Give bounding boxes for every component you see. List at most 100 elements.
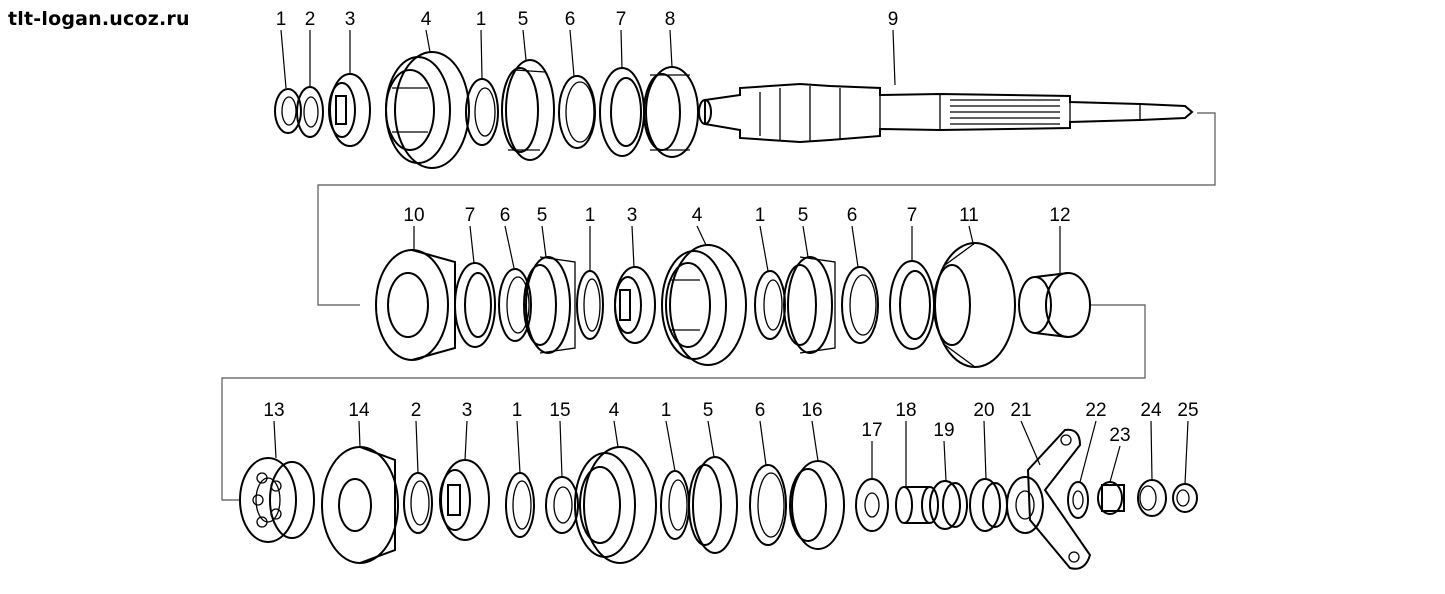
part-thrust-washer [855,478,889,532]
leader-line [613,420,619,448]
part-circlip [274,88,302,134]
part-circlip [660,470,690,540]
leader-line [707,420,715,458]
leader-line [1109,445,1121,483]
part-number-label: 1 [476,9,487,30]
part-number-label: 4 [421,9,432,30]
part-number-label: 7 [907,205,918,226]
part-number-label: 23 [1109,425,1130,446]
leader-line [522,29,527,61]
leader-line [425,29,431,53]
part-cap [1137,479,1167,517]
part-number-label: 14 [348,400,370,421]
part-ball-bearing [239,457,315,543]
part-number-label: 3 [462,400,473,421]
part-number-label: 19 [933,420,954,441]
connector-row2-row3 [221,304,1146,501]
leader-line [983,420,987,480]
part-number-label: 6 [847,205,858,226]
part-synchro-sleeve [385,51,470,169]
part-main-shaft [698,82,1194,144]
part-number-label: 16 [801,400,822,421]
leader-line [892,29,896,86]
leader-line [631,225,635,268]
part-circlip [465,78,499,146]
part-number-label: 6 [565,9,576,30]
part-number-label: 22 [1085,400,1106,421]
part-flange [1006,428,1092,570]
part-gear [933,242,1016,368]
part-number-label: 9 [888,9,899,30]
part-gear [643,66,699,158]
leader-line [280,29,287,89]
part-number-label: 13 [263,400,284,421]
part-number-label: 5 [798,205,809,226]
leader-line [516,420,521,474]
part-synchro-ring [688,456,738,554]
part-bearing [929,480,968,530]
part-number-label: 1 [585,205,596,226]
leader-line [1150,420,1153,481]
part-washer [296,86,324,138]
part-number-label: 4 [609,400,620,421]
part-baulk-ring [599,67,645,157]
part-synchro-ring [523,256,576,354]
part-baulk-ring [454,262,496,348]
part-number-label: 5 [703,400,714,421]
leader-line [469,225,475,264]
part-synchro-sleeve [661,244,747,366]
row1-parts [274,51,1194,169]
leader-line [669,29,673,68]
leader-line [1184,420,1189,485]
part-bearing [969,478,1008,532]
part-number-label: 8 [665,9,676,30]
part-needle-bearing [439,459,490,541]
part-number-label: 20 [973,400,994,421]
leader-line [968,225,974,244]
part-number-label: 4 [692,205,703,226]
leader-line [559,420,563,478]
leader-line [811,420,819,462]
row3-parts [239,428,1198,570]
part-synchro-sleeve [574,446,657,564]
part-number-label: 25 [1177,400,1198,421]
part-gear [375,249,456,361]
leader-line [464,420,468,461]
leader-line [759,225,769,272]
part-number-label: 21 [1010,400,1031,421]
part-number-label: 1 [755,205,766,226]
part-nut [1097,481,1125,515]
part-number-label: 3 [627,205,638,226]
part-spring [841,266,879,344]
part-washer [403,472,433,534]
part-spring [498,268,532,342]
site-watermark: tlt-logan.ucoz.ru [8,8,190,30]
part-gear [321,446,399,564]
part-number-label: 3 [345,9,356,30]
leader-line [759,420,767,466]
leader-line [665,420,676,472]
leader-line [1079,420,1097,483]
part-circlip [505,472,535,538]
part-number-label: 10 [403,205,424,226]
leader-line [504,225,515,269]
part-spring [558,75,596,149]
part-spacer-sleeve [895,486,939,524]
part-gear [789,460,845,550]
row2-parts [375,242,1091,368]
part-number-label: 5 [518,9,529,30]
leader-line [358,420,361,448]
part-number-label: 7 [616,9,627,30]
part-number-label: 1 [512,400,523,421]
part-circlip [576,270,604,340]
part-splined-washer [545,476,579,534]
part-number-label: 11 [959,205,979,226]
part-number-label: 7 [465,205,476,226]
part-number-label: 6 [755,400,766,421]
part-number-label: 2 [411,400,422,421]
part-number-label: 18 [895,400,916,421]
part-baulk-ring [889,260,935,350]
part-needle-bearing [614,266,656,344]
